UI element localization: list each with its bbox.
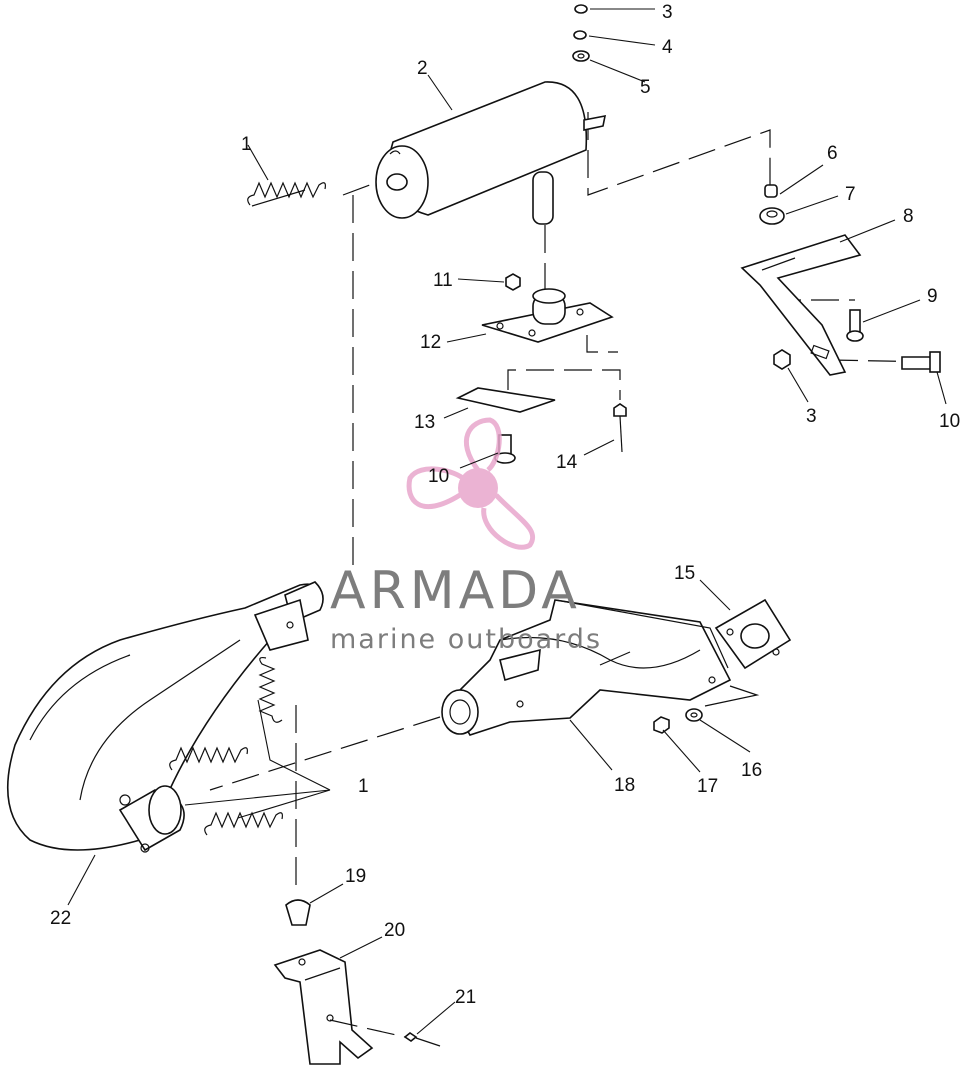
gasket-part xyxy=(714,598,792,670)
callout-22: 22 xyxy=(50,908,71,929)
callout-4: 4 xyxy=(662,37,673,58)
watermark: ARMADA marine outboards xyxy=(330,561,602,655)
expansion-chamber-part xyxy=(6,581,324,853)
spring-part xyxy=(247,181,326,207)
callout-12: 12 xyxy=(420,332,441,353)
muffler-part xyxy=(375,81,607,225)
callout-3-top: 3 xyxy=(662,2,673,23)
callout-16: 16 xyxy=(741,760,762,781)
propeller-logo-icon xyxy=(406,417,536,550)
callout-21: 21 xyxy=(455,987,476,1008)
lower-bracket-part xyxy=(273,949,374,1065)
callout-8: 8 xyxy=(903,206,914,227)
callout-labels: 1 2 3 4 5 6 7 8 9 3 10 11 12 13 10 14 15… xyxy=(50,2,960,1008)
callout-17: 17 xyxy=(697,776,718,797)
watermark-tagline: marine outboards xyxy=(330,624,602,655)
nut-washer-stack xyxy=(572,4,590,62)
mount-plate-group xyxy=(455,273,627,464)
callout-18: 18 xyxy=(614,775,635,796)
callout-2: 2 xyxy=(417,58,428,79)
manifold-part xyxy=(441,599,732,736)
alignment-lines xyxy=(209,112,936,890)
callout-1-lower: 1 xyxy=(358,776,369,797)
springs-lower xyxy=(169,657,283,836)
callout-5: 5 xyxy=(640,77,651,98)
bolts-right xyxy=(773,309,941,373)
callout-10-right: 10 xyxy=(939,411,960,432)
washer-nut-small xyxy=(653,685,760,734)
callout-9: 9 xyxy=(927,286,938,307)
callout-3-right: 3 xyxy=(806,406,817,427)
leader-lines xyxy=(67,8,947,1035)
callout-14: 14 xyxy=(556,452,578,473)
callout-1-top: 1 xyxy=(241,134,252,155)
watermark-brand: ARMADA xyxy=(330,561,581,621)
callout-13: 13 xyxy=(414,412,435,433)
callout-20: 20 xyxy=(384,920,405,941)
callout-11: 11 xyxy=(433,270,453,291)
rubber-plug-part xyxy=(285,899,311,926)
callout-7: 7 xyxy=(845,184,856,205)
callout-15: 15 xyxy=(674,563,695,584)
callout-6: 6 xyxy=(827,143,838,164)
rivet-part xyxy=(329,1019,441,1047)
grommet-part xyxy=(759,184,785,225)
callout-10-center: 10 xyxy=(428,466,449,487)
callout-19: 19 xyxy=(345,866,366,887)
bracket-part xyxy=(740,234,862,376)
